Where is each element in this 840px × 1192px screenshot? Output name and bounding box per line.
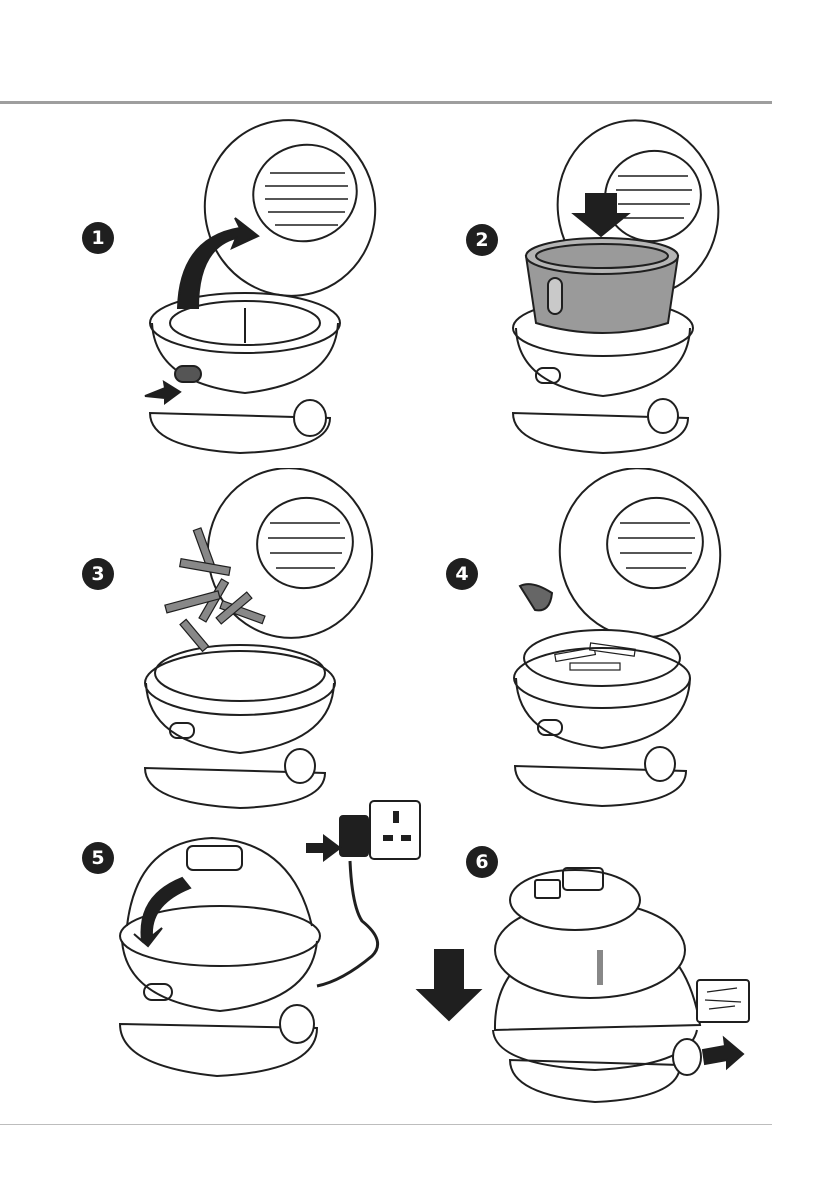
step-1-badge: 1 <box>82 222 114 254</box>
top-rule <box>0 101 772 104</box>
down-arrow-icon <box>418 950 480 1020</box>
pull-knob-arrow-icon <box>703 1038 743 1068</box>
step-1-illustration <box>140 118 380 468</box>
step-4-badge: 4 <box>446 558 478 590</box>
step-5-badge: 5 <box>82 842 114 874</box>
plug-icon <box>340 816 368 856</box>
knob-icon <box>280 1005 314 1043</box>
fries-tray-icon <box>697 980 749 1022</box>
step-2-illustration <box>508 118 728 468</box>
release-button-icon <box>175 366 201 382</box>
power-cord-icon <box>317 861 378 986</box>
step-3-illustration <box>140 468 380 813</box>
step-2-badge: 2 <box>466 224 498 256</box>
knob-icon <box>294 400 326 436</box>
spoon-icon <box>520 584 552 610</box>
knob-icon <box>648 399 678 433</box>
cooking-bowl-icon <box>526 238 678 333</box>
wall-socket-icon <box>370 801 420 859</box>
bottom-rule <box>0 1124 772 1125</box>
step-3-badge: 3 <box>82 558 114 590</box>
plug-arrow-icon <box>307 836 340 860</box>
knob-icon <box>645 747 675 781</box>
knob-icon <box>285 749 315 783</box>
step-6-illustration <box>415 820 760 1110</box>
knob-icon <box>673 1039 701 1075</box>
step-5-illustration <box>112 796 442 1106</box>
step-4-illustration <box>510 468 730 813</box>
release-button-arrow-icon <box>145 382 180 403</box>
